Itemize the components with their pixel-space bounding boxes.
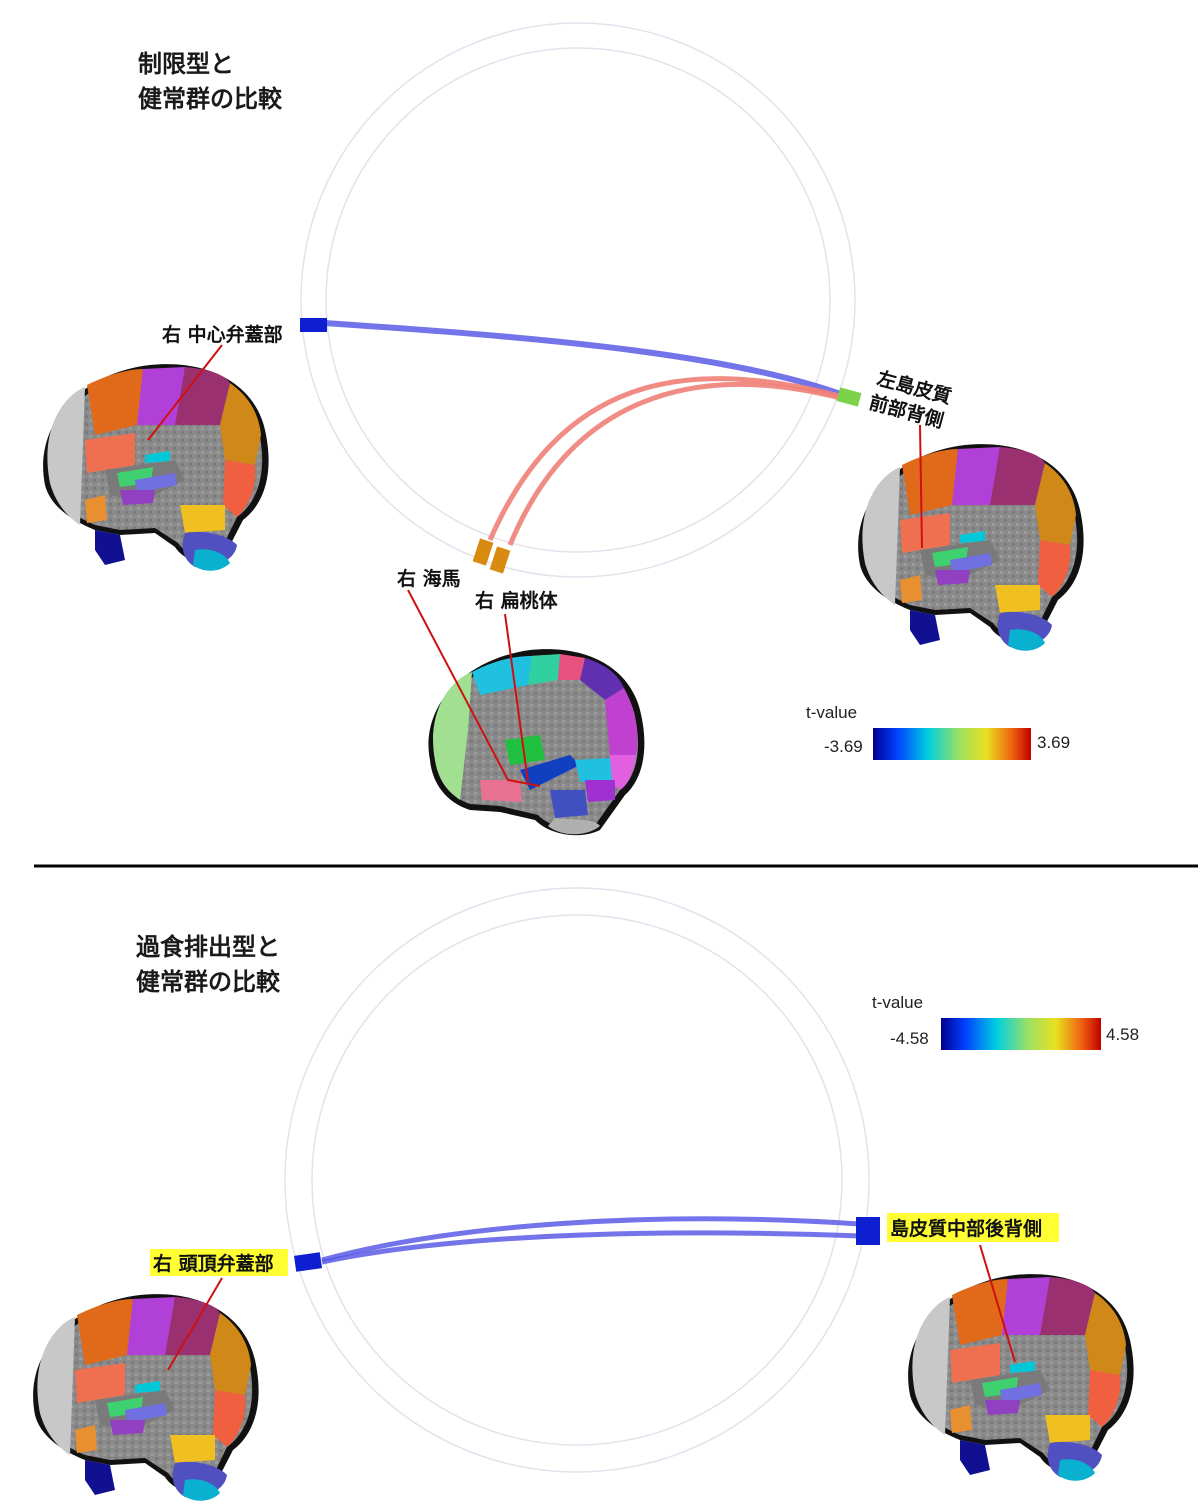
colorbar2-label: t-value xyxy=(872,993,923,1012)
link-parietal-operculum-insula-a xyxy=(321,1216,861,1263)
colorbar1-min: -3.69 xyxy=(824,737,863,756)
colorbar1-max: 3.69 xyxy=(1037,733,1070,752)
panel1-title-line1: 制限型と xyxy=(138,50,234,78)
brain-lateral-right-panel1 xyxy=(858,444,1084,651)
panel2-title-line1: 過食排出型と xyxy=(136,933,280,961)
link-amygdala-insula xyxy=(507,381,841,546)
label-right-central-operculum: 右 中心弁蓋部 xyxy=(161,323,283,346)
panel-restrictive: 制限型と 健常群の比較 右 中心弁蓋部 左島皮質 前部背側 右 海馬 右 扁桃体… xyxy=(43,22,1084,836)
label-bg-parietal-operculum xyxy=(150,1249,288,1276)
node-right-parietal-operculum xyxy=(294,1252,322,1272)
brain-lateral-left-panel2 xyxy=(33,1294,259,1501)
colorbar2-max: 4.58 xyxy=(1106,1025,1139,1044)
link-parietal-operculum-insula-b xyxy=(321,1230,861,1265)
pointer-parietal-operculum xyxy=(167,1277,223,1371)
link-hippocampus-insula xyxy=(487,376,841,542)
node-left-insula-anterior-dorsal xyxy=(836,387,862,407)
panel-binge-purge: 過食排出型と 健常群の比較 右 頭頂弁蓋部 島皮質中部後背側 t-value -… xyxy=(33,887,1139,1501)
label-right-parietal-operculum: 右 頭頂弁蓋部 xyxy=(152,1252,274,1275)
brain-lateral-left-panel1 xyxy=(43,364,269,571)
panel1-outer-ring xyxy=(300,22,856,578)
label-right-hippocampus: 右 海馬 xyxy=(396,567,461,590)
link-opercular-insula xyxy=(324,320,845,398)
brain-lateral-right-panel2 xyxy=(908,1274,1134,1481)
panel2-outer-ring xyxy=(284,887,870,1473)
pointer-hippocampus xyxy=(407,589,541,787)
panel2-title-line2: 健常群の比較 xyxy=(136,968,281,996)
label-mid-posterior-insula: 島皮質中部後背側 xyxy=(890,1217,1042,1240)
panel2-inner-ring xyxy=(311,914,843,1446)
label-right-amygdala: 右 扁桃体 xyxy=(474,589,559,612)
pointer-insula-anterior xyxy=(919,424,923,549)
colorbar2-min: -4.58 xyxy=(890,1029,929,1048)
pointer-central-operculum xyxy=(147,344,223,441)
panel1-title-line2: 健常群の比較 xyxy=(138,85,283,113)
pointer-amygdala xyxy=(504,613,529,783)
node-right-amygdala xyxy=(489,546,511,574)
node-right-hippocampus xyxy=(472,538,494,566)
label-bg-mid-posterior-insula xyxy=(887,1213,1059,1242)
brain-medial-panel1 xyxy=(428,649,645,836)
colorbar1 xyxy=(873,728,1031,760)
colorbar2 xyxy=(941,1018,1101,1050)
pointer-mid-posterior-insula xyxy=(979,1244,1016,1363)
node-right-central-operculum xyxy=(300,318,327,332)
colorbar1-label: t-value xyxy=(806,703,857,722)
node-mid-posterior-insula xyxy=(856,1217,880,1245)
panel1-inner-ring xyxy=(325,47,831,553)
